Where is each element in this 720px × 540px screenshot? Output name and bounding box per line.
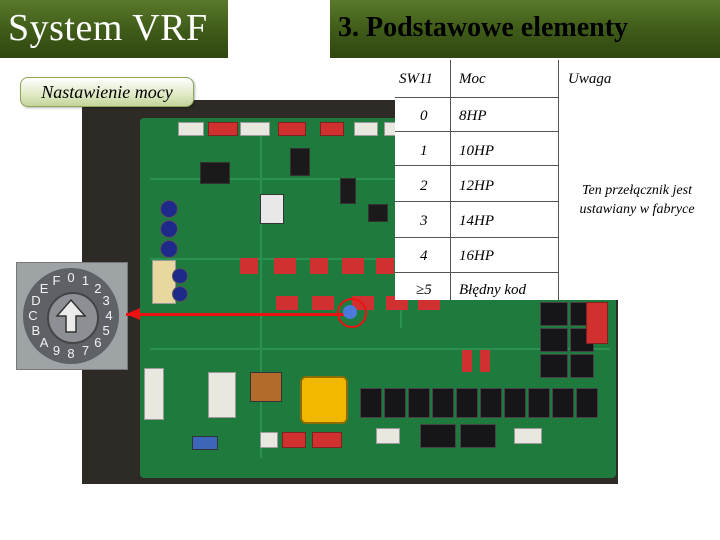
dial-digit: 8 — [67, 346, 75, 361]
pointer-arrow-head — [126, 308, 140, 320]
title-band — [0, 0, 228, 58]
row-power-value: 10HP — [459, 143, 494, 159]
row-power-value: Błędny kod — [459, 282, 527, 298]
header-sw11: SW11 — [399, 71, 433, 87]
row-sw-value: 2 — [420, 178, 428, 194]
dial-digit: 5 — [102, 322, 110, 338]
row-power-value: 8HP — [459, 108, 487, 124]
dial-digit: A — [39, 334, 49, 350]
section-title: 3. Podstawowe elementy — [338, 12, 629, 43]
power-setting-label: Nastawienie mocy — [20, 77, 194, 107]
row-sw-value: 3 — [420, 213, 428, 229]
dial-digit: 3 — [102, 293, 110, 309]
row-power-value: 12HP — [459, 178, 494, 194]
row-power-value: 14HP — [459, 213, 494, 229]
section-band — [330, 0, 720, 58]
dial-digit: C — [28, 308, 38, 323]
row-power-value: 16HP — [459, 248, 494, 264]
header-note: Uwaga — [568, 71, 612, 87]
header-power: Moc — [459, 71, 486, 87]
row-sw-value: ≥5 — [416, 282, 432, 298]
row-sw-value: 4 — [420, 248, 428, 264]
dial-digit: 6 — [94, 334, 102, 350]
dial-digit: B — [31, 322, 41, 338]
sw11-table — [395, 60, 720, 300]
dial-digit: 4 — [105, 308, 113, 323]
dial-digit: D — [31, 293, 41, 309]
pointer-arrow — [126, 313, 344, 316]
page-title: System VRF — [8, 7, 208, 49]
dial-digit: 1 — [81, 272, 90, 288]
dial-digit: 9 — [52, 343, 61, 359]
dial-digit: 2 — [94, 281, 102, 297]
dial-digit: 7 — [81, 343, 90, 359]
dial-digit: 0 — [67, 270, 75, 285]
arrow-up-icon — [55, 298, 87, 333]
factory-note: Ten przełącznik jest ustawiany w fabryce — [579, 183, 695, 217]
dial-digit: E — [39, 281, 49, 297]
row-sw-value: 0 — [420, 108, 428, 124]
dial-digit: F — [52, 272, 61, 288]
row-sw-value: 1 — [420, 143, 428, 159]
sw11-highlight-circle — [337, 298, 367, 328]
